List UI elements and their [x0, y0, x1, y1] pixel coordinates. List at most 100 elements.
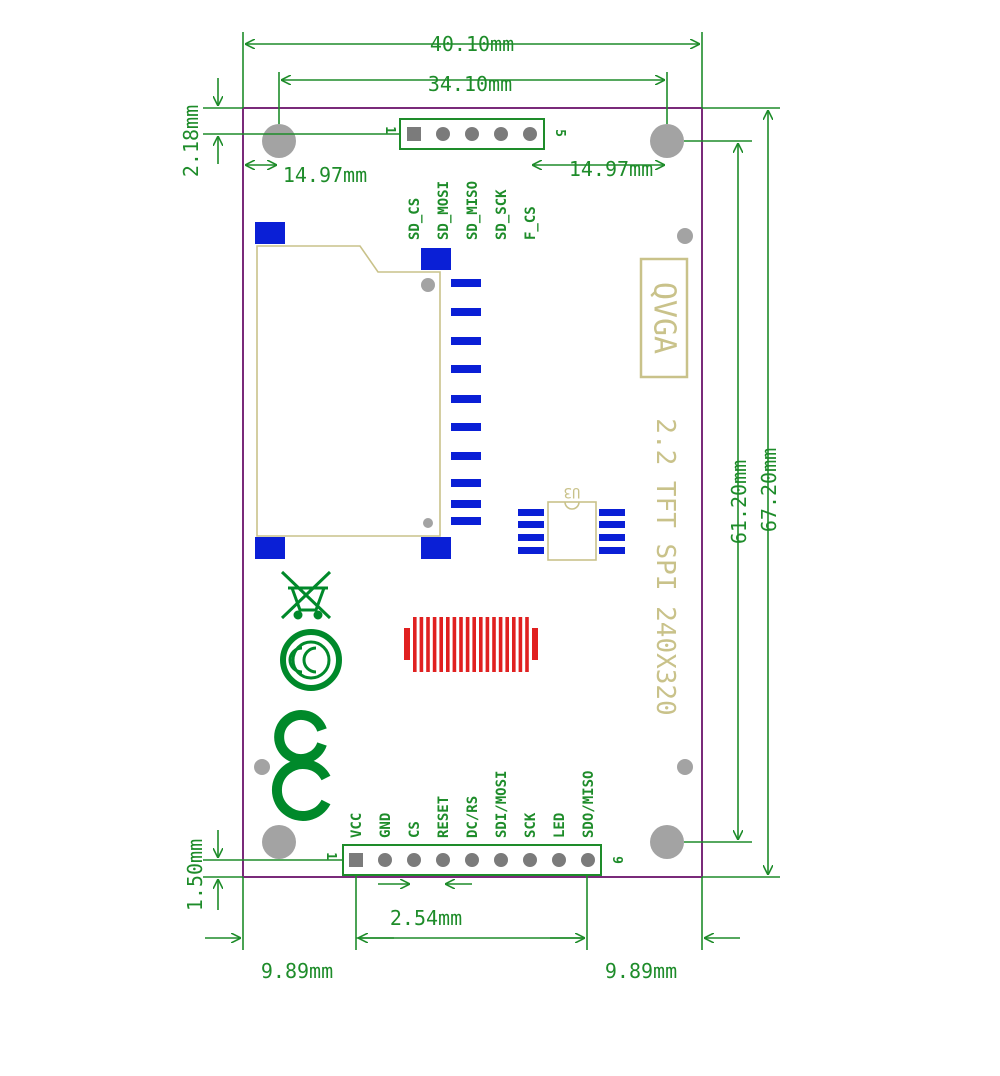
pin-label: RESET	[436, 796, 452, 838]
left-header-offset-label: 9.89mm	[261, 959, 333, 983]
dimension-lines	[203, 32, 780, 950]
ccc-mark-icon	[280, 629, 342, 691]
overall-height-label: 67.20mm	[757, 448, 781, 532]
chip-pad	[599, 509, 625, 516]
product-label: 2.2 TFT SPI 240X320	[650, 418, 680, 715]
sd-contact-pad	[451, 479, 481, 487]
pin-label: VCC	[349, 813, 365, 838]
sd-socket-outline	[256, 245, 441, 537]
top-pin1-marker: 1	[382, 126, 397, 134]
small-hole	[677, 228, 693, 244]
chip-label: U3	[564, 484, 581, 500]
crystal-stripe	[492, 617, 496, 672]
weee-bin-icon	[280, 570, 332, 620]
header-pin	[407, 853, 421, 867]
qvga-badge: QVGA	[647, 282, 682, 354]
top-offset-label: 2.18mm	[179, 105, 203, 177]
bottom-pin1-marker: 1	[323, 852, 338, 860]
crystal-stripe	[525, 617, 529, 672]
sd-socket-pad	[421, 248, 451, 270]
bottom-header-pins	[349, 853, 595, 867]
pin-label: LED	[552, 813, 568, 838]
crystal-end	[404, 628, 410, 660]
crystal-stripe	[432, 617, 437, 672]
chip-pads	[518, 509, 625, 554]
sd-contact-pad	[451, 308, 481, 316]
sd-contact-pad	[451, 365, 481, 373]
header-pin	[465, 853, 479, 867]
crystal-stripe	[518, 617, 523, 672]
chip-pad	[599, 547, 625, 554]
sd-contact-pad	[451, 423, 481, 431]
crystal-stripe	[426, 617, 430, 672]
pin-label: DC/RS	[465, 796, 481, 838]
chip-body	[547, 501, 597, 561]
chip-pad	[518, 521, 544, 528]
sd-contact-pad	[451, 337, 481, 345]
crystal-stripe	[419, 617, 424, 672]
header-pin	[581, 853, 595, 867]
header-pin-square	[349, 853, 363, 867]
header-pin	[378, 853, 392, 867]
crystal-stripe	[498, 617, 503, 672]
sd-socket-pad	[421, 537, 451, 559]
header-pin-square	[407, 127, 421, 141]
pin-label: SD_CS	[407, 198, 423, 240]
chip-pad	[518, 547, 544, 554]
mounting-holes	[254, 124, 693, 859]
small-hole	[677, 759, 693, 775]
pin-label: SD_SCK	[494, 189, 510, 240]
crystal-stripe	[465, 617, 470, 672]
sd-contact-pad	[451, 452, 481, 460]
mounting-hole	[650, 124, 684, 158]
crystal-stripe	[446, 617, 450, 672]
crystal-component	[404, 617, 538, 672]
inner-height-label: 61.20mm	[727, 460, 751, 544]
hole-span-label: 34.10mm	[428, 72, 512, 96]
chip-pad	[518, 509, 544, 516]
header-pin	[494, 853, 508, 867]
header-pin	[436, 853, 450, 867]
chip-pad	[518, 534, 544, 541]
board-outline	[242, 107, 703, 878]
top-header-pins	[407, 127, 537, 141]
crystal-stripe	[512, 617, 516, 672]
header-pin	[494, 127, 508, 141]
bottom-offset-label: 1.50mm	[183, 839, 207, 911]
sd-socket-pad	[255, 222, 285, 244]
sd-contact-pad	[451, 517, 481, 525]
sd-socket-pad	[255, 537, 285, 559]
mounting-hole	[650, 825, 684, 859]
chip-pad	[599, 534, 625, 541]
pin-label: SDO/MISO	[581, 771, 597, 838]
header-pin	[523, 853, 537, 867]
sd-contact-pad	[451, 500, 481, 508]
right-header-offset-label: 9.89mm	[605, 959, 677, 983]
sd-contact-pads	[451, 279, 481, 525]
chip-notch	[564, 501, 580, 510]
crystal-stripe	[472, 617, 476, 672]
sd-contact-pad	[451, 279, 481, 287]
pin-label: SCK	[523, 812, 539, 838]
left-hole-offset-label: 14.97mm	[283, 163, 367, 187]
small-hole	[254, 759, 270, 775]
crystal-stripe	[452, 617, 457, 672]
top-pin-end-marker: 5	[552, 129, 567, 137]
right-hole-offset-label: 14.97mm	[569, 157, 653, 181]
pin-label: F_CS	[523, 206, 539, 240]
pin-label: CS	[407, 821, 423, 838]
crystal-stripe	[459, 617, 463, 672]
pin-label: SD_MOSI	[436, 181, 452, 240]
overall-width-label: 40.10mm	[430, 32, 514, 56]
pin-label: GND	[378, 813, 394, 838]
pin-pitch-label: 2.54mm	[390, 906, 462, 930]
bottom-pin-end-marker: 9	[609, 856, 624, 864]
sd-socket-hole	[423, 518, 433, 528]
sd-socket-hole	[421, 278, 435, 292]
crystal-stripe	[505, 617, 509, 672]
header-pin	[523, 127, 537, 141]
crystal-stripe	[479, 617, 483, 672]
header-pin	[436, 127, 450, 141]
